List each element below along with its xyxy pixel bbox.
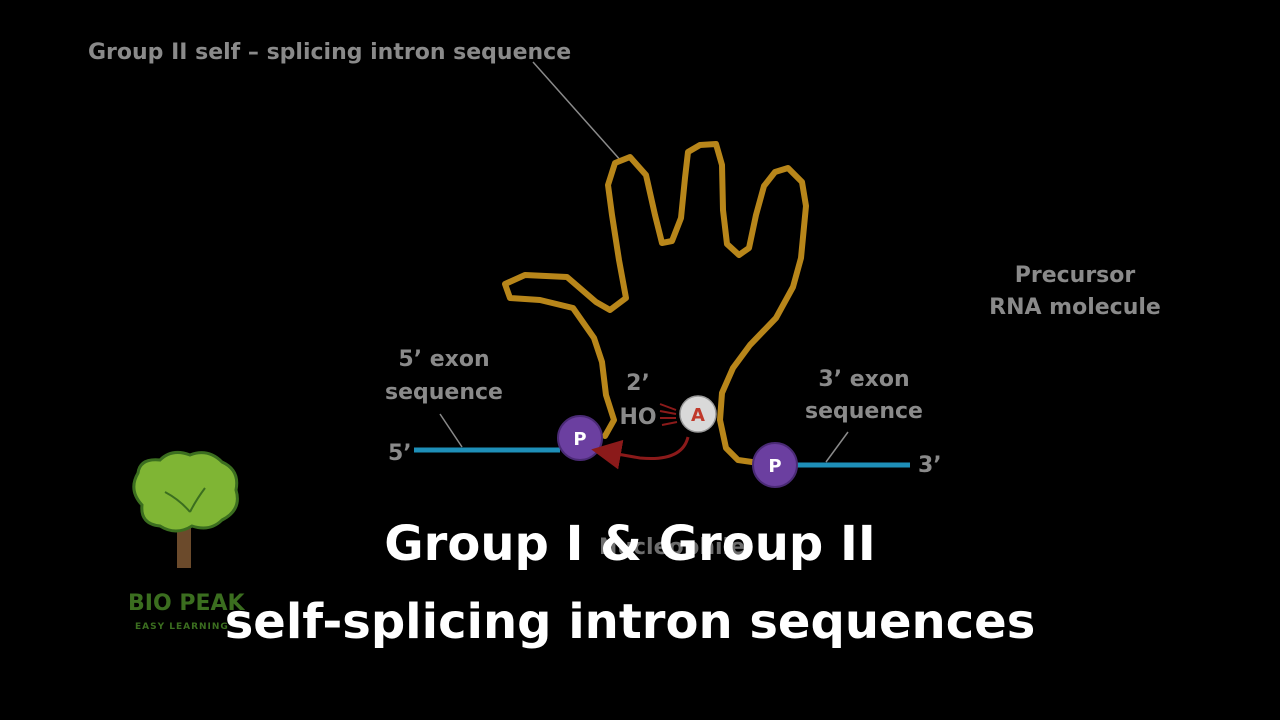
bond-hash-marks: [659, 403, 678, 426]
adenosine-label: A: [691, 405, 705, 426]
precursor-label-line2: RNA molecule: [989, 295, 1161, 320]
phosphate-right-label: P: [768, 456, 781, 477]
intron-label: Group II self – splicing intron sequence: [88, 40, 571, 65]
adenosine-node: A: [679, 395, 717, 433]
exon3-label-line1: 3’ exon: [818, 367, 909, 392]
exon3-label-line2: sequence: [805, 399, 923, 424]
intron-leader-line: [532, 61, 623, 163]
exon5-leader-line: [439, 413, 463, 448]
logo-tagline: EASY LEARNING: [135, 622, 229, 632]
two-prime-label: 2’: [626, 371, 650, 396]
logo-name: BIO PEAK: [128, 591, 245, 616]
phosphate-left: P: [557, 415, 603, 461]
ho-label: HO: [619, 405, 656, 430]
exon3-leader-line: [825, 431, 849, 463]
end-3-label: 3’: [918, 453, 942, 478]
precursor-label-line1: Precursor: [1015, 263, 1136, 288]
intron-loop-hand: [502, 141, 809, 465]
exon5-label-line1: 5’ exon: [398, 347, 489, 372]
tree-canopy: [132, 450, 239, 533]
hidden-fragment-label: Nucleophile: [599, 535, 745, 560]
attack-arrow: [591, 436, 690, 470]
phosphate-right: P: [752, 442, 798, 488]
overlay-title-line1: Group I & Group II: [384, 516, 875, 572]
phosphate-left-label: P: [573, 429, 586, 450]
bio-peak-logo: BIO PEAK EASY LEARNING: [128, 450, 245, 632]
overlay-title-line2: self-splicing intron sequences: [225, 594, 1036, 650]
exon5-label-line2: sequence: [385, 380, 503, 405]
end-5-label: 5’: [388, 441, 412, 466]
